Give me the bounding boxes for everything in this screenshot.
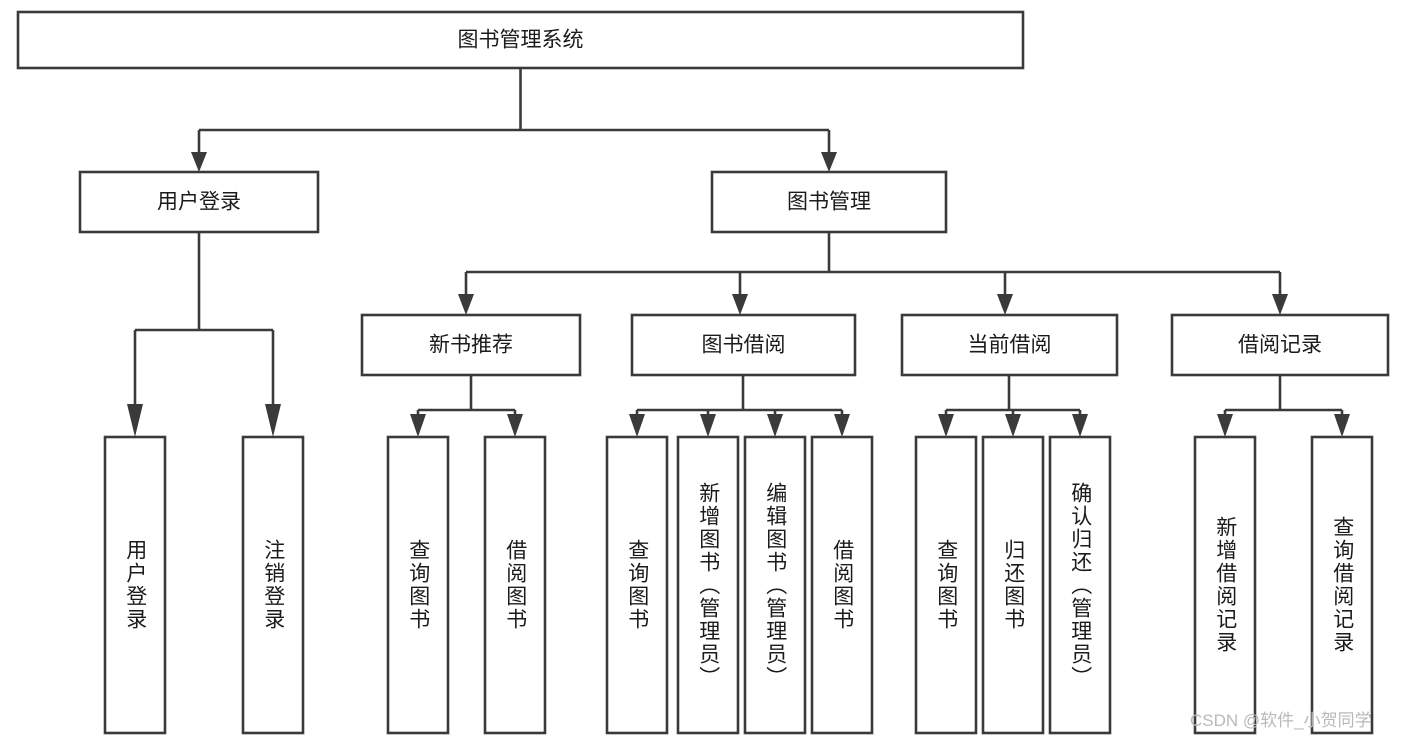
node-book-borrow-label: 图书借阅 <box>702 334 786 357</box>
arrowhead-leaf-add-book-admin <box>700 414 716 437</box>
node-user-login[interactable] <box>78 170 320 234</box>
node-new-book-recommend-label: 新书推荐 <box>429 334 513 357</box>
node-root[interactable] <box>16 10 1025 70</box>
node-book-borrow[interactable] <box>630 313 857 377</box>
node-leaf-query-book-recommend[interactable] <box>386 435 450 735</box>
arrowhead-leaf-borrow-book <box>834 414 850 437</box>
arrowhead-leaf-user-login <box>127 404 143 437</box>
node-leaf-query-book-current[interactable] <box>914 435 978 735</box>
node-leaf-borrow-book-recommend[interactable] <box>483 435 547 735</box>
node-root-label: 图书管理系统 <box>458 29 584 52</box>
arrowhead-new-book-recommend <box>458 294 474 315</box>
node-current-borrow-label: 当前借阅 <box>968 334 1052 357</box>
node-leaf-add-book-admin[interactable] <box>676 435 740 735</box>
node-leaf-user-login[interactable] <box>103 435 167 735</box>
node-layer: 图书管理系统 用户登录 图书管理 新书推荐 图书借阅 当前借阅 借阅记录 <box>16 10 1390 735</box>
arrowhead-leaf-return-book <box>1005 414 1021 437</box>
arrowhead-current-borrow <box>997 294 1013 315</box>
arrowhead-leaf-query-borrow-record <box>1334 414 1350 437</box>
node-leaf-query-book-borrow[interactable] <box>605 435 669 735</box>
arrowhead-leaf-query-book-recommend <box>410 414 426 437</box>
arrowhead-leaf-confirm-return-admin <box>1072 414 1088 437</box>
arrowhead-leaf-query-book-borrow <box>629 414 645 437</box>
arrowhead-leaf-query-book-current <box>938 414 954 437</box>
node-book-management[interactable] <box>710 170 948 234</box>
arrowhead-leaf-borrow-book-recommend <box>507 414 523 437</box>
node-leaf-confirm-return-admin[interactable] <box>1048 435 1112 735</box>
node-borrow-record-label: 借阅记录 <box>1238 334 1322 357</box>
arrowhead-leaf-logout-login <box>265 404 281 437</box>
node-borrow-record[interactable] <box>1170 313 1390 377</box>
csdn-watermark: CSDN @软件_小贺同学 <box>1190 711 1372 730</box>
node-leaf-edit-book-admin[interactable] <box>743 435 807 735</box>
arrowhead-user-login <box>191 152 207 172</box>
node-current-borrow[interactable] <box>900 313 1119 377</box>
arrowhead-borrow-record <box>1272 294 1288 315</box>
node-leaf-return-book[interactable] <box>981 435 1045 735</box>
node-new-book-recommend[interactable] <box>360 313 582 377</box>
node-leaf-query-borrow-record[interactable] <box>1310 435 1374 735</box>
arrowhead-book-borrow <box>732 294 748 315</box>
node-book-management-label: 图书管理 <box>787 191 871 214</box>
node-leaf-logout-login[interactable] <box>241 435 305 735</box>
node-user-login-label: 用户登录 <box>157 191 241 214</box>
arrowhead-leaf-edit-book-admin <box>767 414 783 437</box>
arrowhead-leaf-add-borrow-record <box>1217 414 1233 437</box>
node-leaf-borrow-book[interactable] <box>810 435 874 735</box>
connector-layer <box>127 68 1350 437</box>
arrowhead-book-management <box>821 152 837 172</box>
node-leaf-add-borrow-record[interactable] <box>1193 435 1257 735</box>
